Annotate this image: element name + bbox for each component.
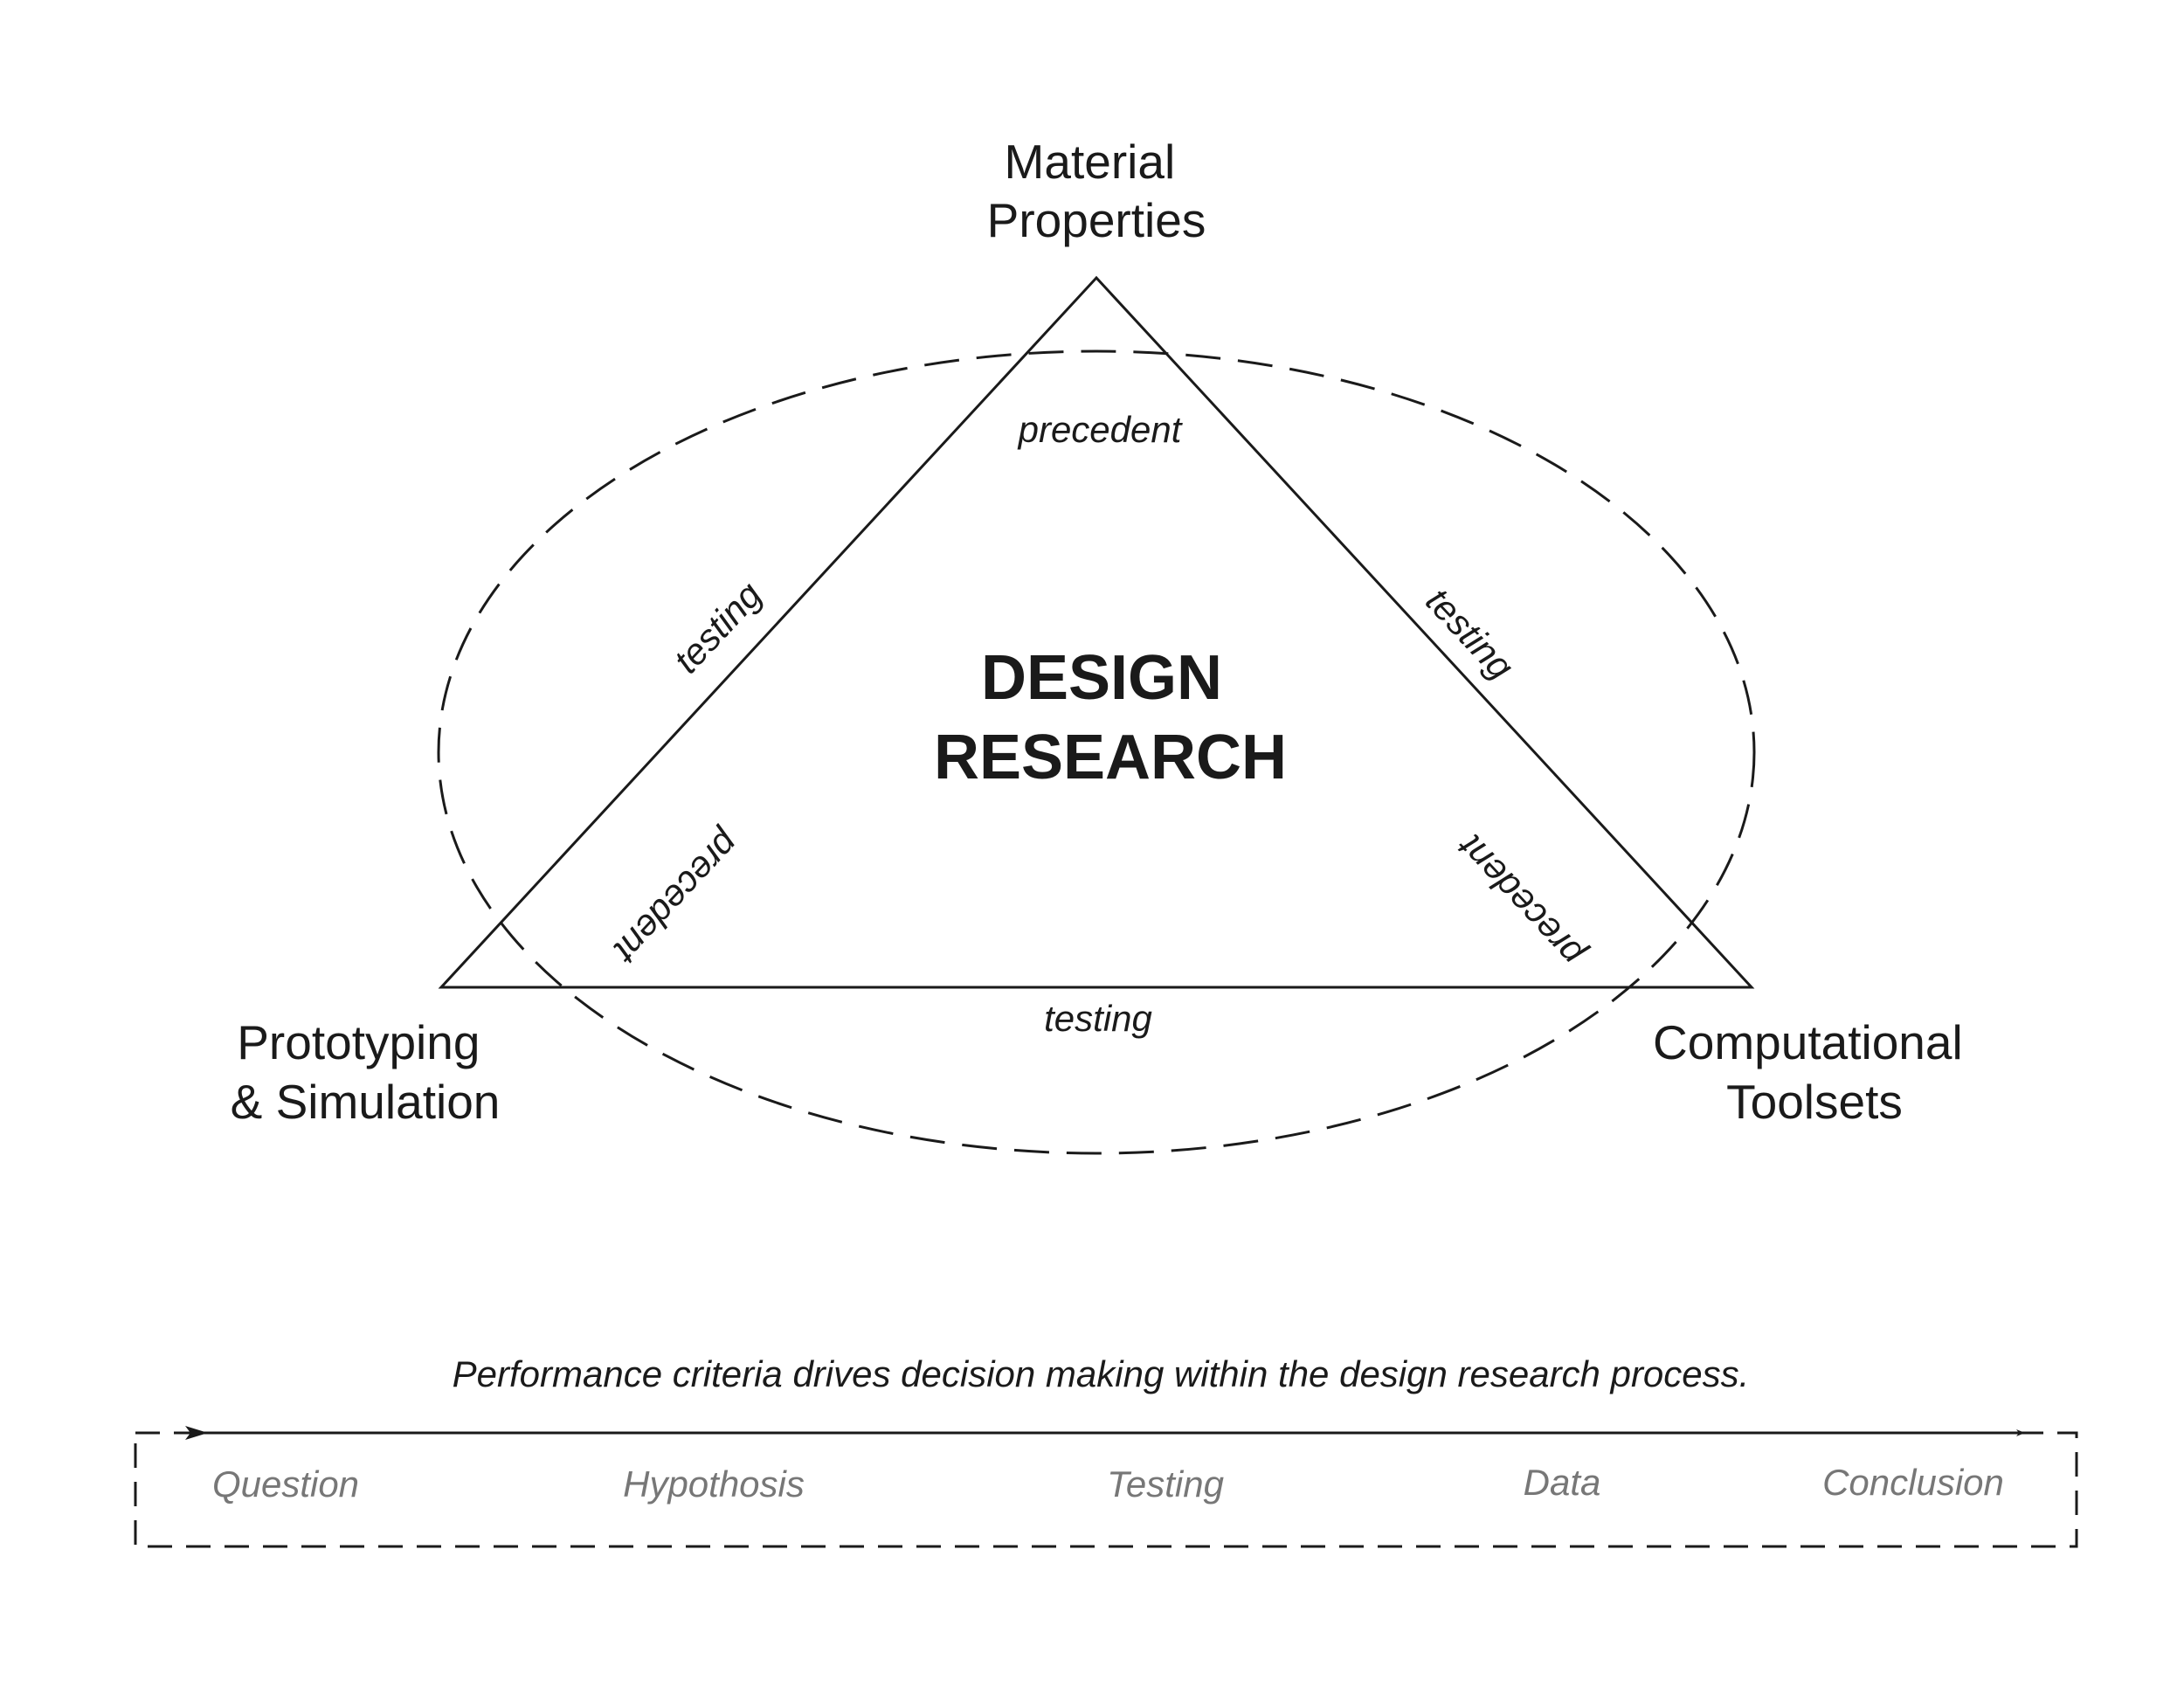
edge-label-left-testing: testing	[666, 574, 770, 681]
edge-label-left-precedent: precedent	[605, 822, 749, 972]
process-step-conclusion: Conclusion	[1822, 1462, 2004, 1503]
dashed-ellipse	[437, 349, 1756, 1155]
vertex-right-label: Computational Toolsets	[1653, 1015, 1976, 1129]
vertex-left-label: Prototyping & Simulation	[231, 1015, 501, 1129]
center-title: DESIGN RESEARCH	[934, 643, 1287, 792]
process-step-testing: Testing	[1107, 1463, 1224, 1505]
process-step-data: Data	[1524, 1462, 1601, 1503]
process-step-hypothosis: Hypothosis	[623, 1463, 805, 1505]
process-step-question: Question	[212, 1463, 359, 1505]
process-arrow-start-icon	[185, 1426, 208, 1440]
process-caption: Performance criteria drives decision mak…	[453, 1353, 1750, 1394]
edge-label-right-testing: testing	[1418, 580, 1522, 688]
edge-label-right-precedent: precedent	[1448, 826, 1593, 976]
triangle	[438, 275, 1755, 989]
vertex-top-label: Material Properties	[987, 135, 1206, 247]
process-box	[134, 1431, 2078, 1548]
edge-label-top-precedent: precedent	[1017, 409, 1184, 450]
edge-label-bottom-testing: testing	[1044, 998, 1152, 1039]
